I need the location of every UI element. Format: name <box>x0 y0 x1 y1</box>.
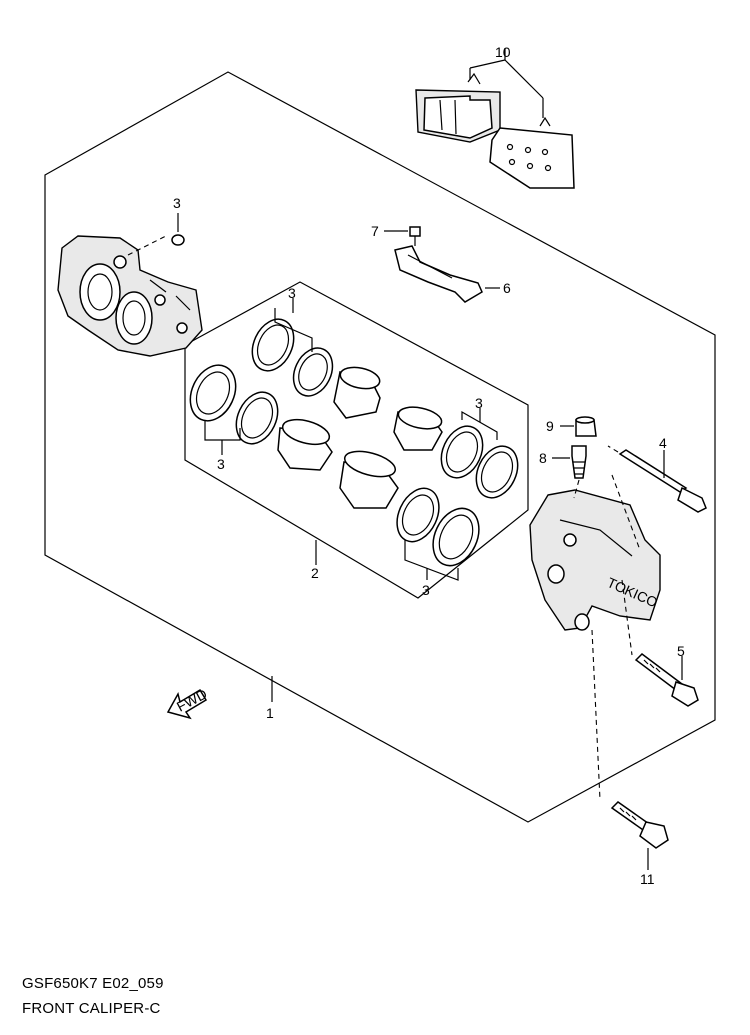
callout-10: 10 <box>495 44 511 60</box>
callout-3-upper-right: 3 <box>475 395 483 411</box>
bleeder-valve <box>552 445 587 499</box>
callout-3-inner-half: 3 <box>173 195 181 211</box>
caliper-inner-half <box>57 235 203 357</box>
piston-seals-upper-right <box>440 425 519 499</box>
callout-7: 7 <box>371 223 379 239</box>
piston-seals-lower-left <box>189 364 279 445</box>
callout-3-lower-left: 3 <box>217 456 225 472</box>
caliper-outer-half: TOKICO <box>529 489 661 631</box>
piston-kit-boundary <box>184 281 529 599</box>
fwd-arrow-icon: FWD <box>166 686 210 720</box>
fwd-label: FWD <box>174 686 210 715</box>
seal-brackets <box>204 298 498 581</box>
pistons <box>277 366 443 509</box>
pad-spring <box>394 245 500 303</box>
diagram-title: FRONT CALIPER-C <box>22 1000 161 1017</box>
pad-spring-screw <box>384 226 421 246</box>
inner-seal-3 <box>127 213 185 256</box>
callout-4: 4 <box>659 435 667 451</box>
diagram-code: GSF650K7 E02_059 <box>22 975 164 992</box>
callout-3-upper-left: 3 <box>288 285 296 301</box>
callout-9: 9 <box>546 418 554 434</box>
piston-seals-upper-left <box>251 318 334 397</box>
callout-11: 11 <box>640 871 655 887</box>
callout-1: 1 <box>266 705 274 721</box>
callout-2: 2 <box>311 565 319 581</box>
pad-pin <box>607 445 707 551</box>
caliper-bolt-5 <box>621 579 699 707</box>
assembly-boundary <box>44 71 716 823</box>
callout-8: 8 <box>539 450 547 466</box>
callout-5: 5 <box>677 643 685 659</box>
bleeder-cap <box>560 416 597 437</box>
brake-pad-set <box>415 72 575 189</box>
callout-6: 6 <box>503 280 511 296</box>
pad-set-leader <box>469 48 544 118</box>
callout-3-lower-right: 3 <box>422 582 430 598</box>
piston-seals-lower-right <box>396 487 480 567</box>
caliper-bolt-11 <box>591 629 669 870</box>
